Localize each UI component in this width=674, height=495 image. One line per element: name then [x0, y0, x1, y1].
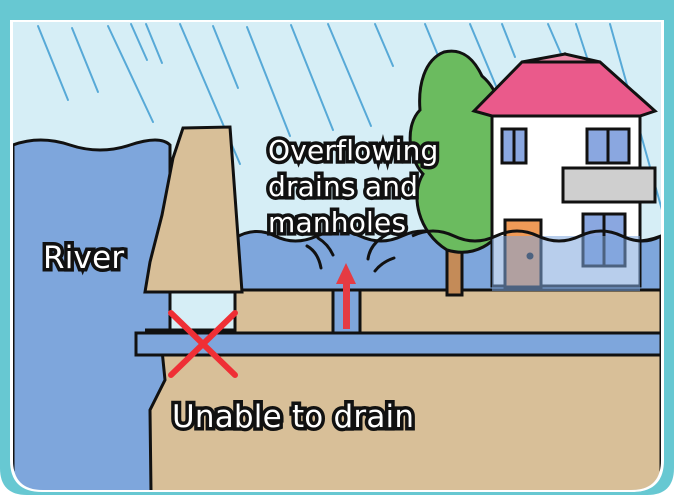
- overflowing-drains-label: Overflowing drains and manholes: [268, 133, 439, 241]
- unable-to-drain-label: Unable to drain: [172, 402, 414, 433]
- river-label: River: [43, 243, 124, 274]
- overflowing-label-line-3: manholes: [268, 205, 439, 241]
- overflowing-label-line-2: drains and: [268, 169, 439, 205]
- river-water: [13, 140, 170, 492]
- overflowing-label-line-1: Overflowing: [268, 133, 439, 169]
- house-icon: [474, 54, 655, 291]
